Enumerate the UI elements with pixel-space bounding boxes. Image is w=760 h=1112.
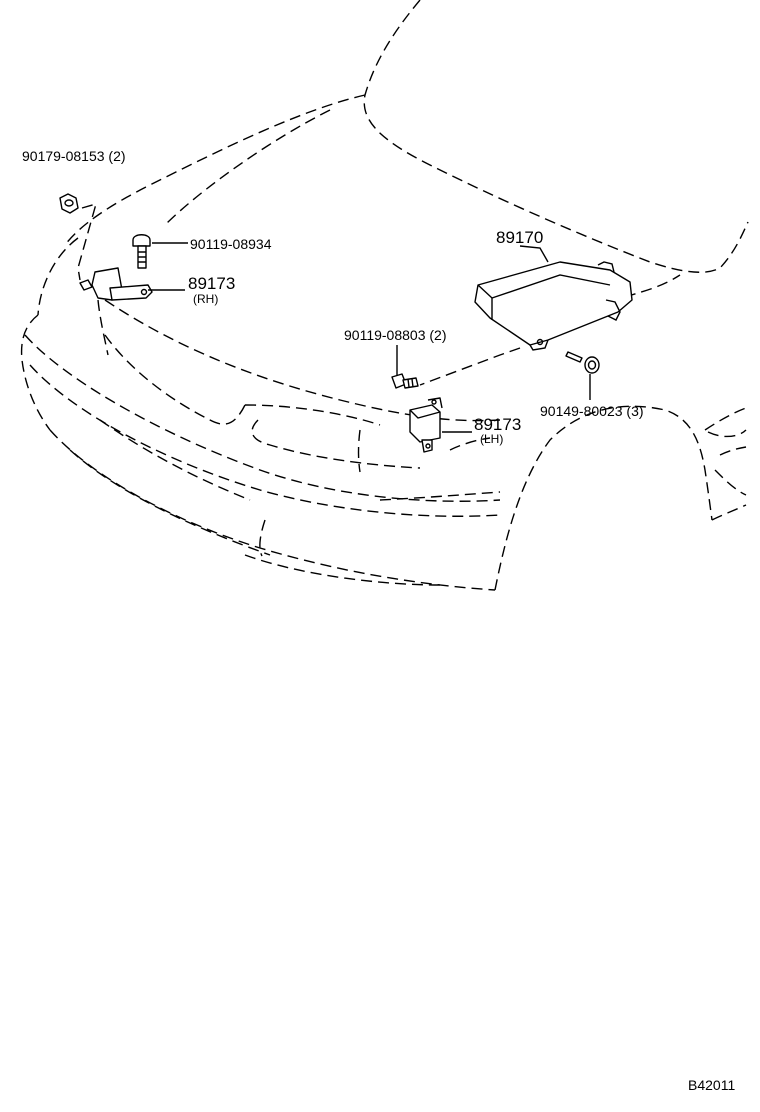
label-bolt-90119-08803: 90119-08803 (2)	[344, 327, 447, 343]
screw-90149-80023-icon[interactable]	[565, 351, 600, 374]
airbag-sensor-assembly-89170[interactable]	[474, 261, 633, 351]
vehicle-body-outline	[20, 0, 749, 591]
label-sensor-lh-number: 89173	[474, 415, 521, 434]
label-screw-90149-80023: 90149-80023 (3)	[540, 403, 644, 419]
front-airbag-sensor-rh[interactable]	[79, 267, 153, 301]
bolt-90119-08803-icon[interactable]	[391, 373, 419, 389]
nut-90179-08153-icon[interactable]	[59, 193, 79, 214]
bolt-90119-08934-icon[interactable]	[132, 234, 151, 269]
diagram-code: B42011	[688, 1077, 735, 1093]
front-airbag-sensor-lh[interactable]	[409, 397, 443, 453]
leader-lines	[77, 202, 591, 433]
label-bolt-90119-08934: 90119-08934	[190, 236, 272, 252]
label-airbag-module-number: 89170	[496, 228, 543, 247]
part-labels: 90179-08153 (2) 90119-08934 89173 (RH) 8…	[22, 148, 735, 1093]
label-nut-90179-08153: 90179-08153 (2)	[22, 148, 126, 164]
label-sensor-rh-number: 89173	[188, 274, 235, 293]
label-sensor-lh-side: (LH)	[480, 432, 503, 446]
label-sensor-rh-side: (RH)	[193, 292, 218, 306]
